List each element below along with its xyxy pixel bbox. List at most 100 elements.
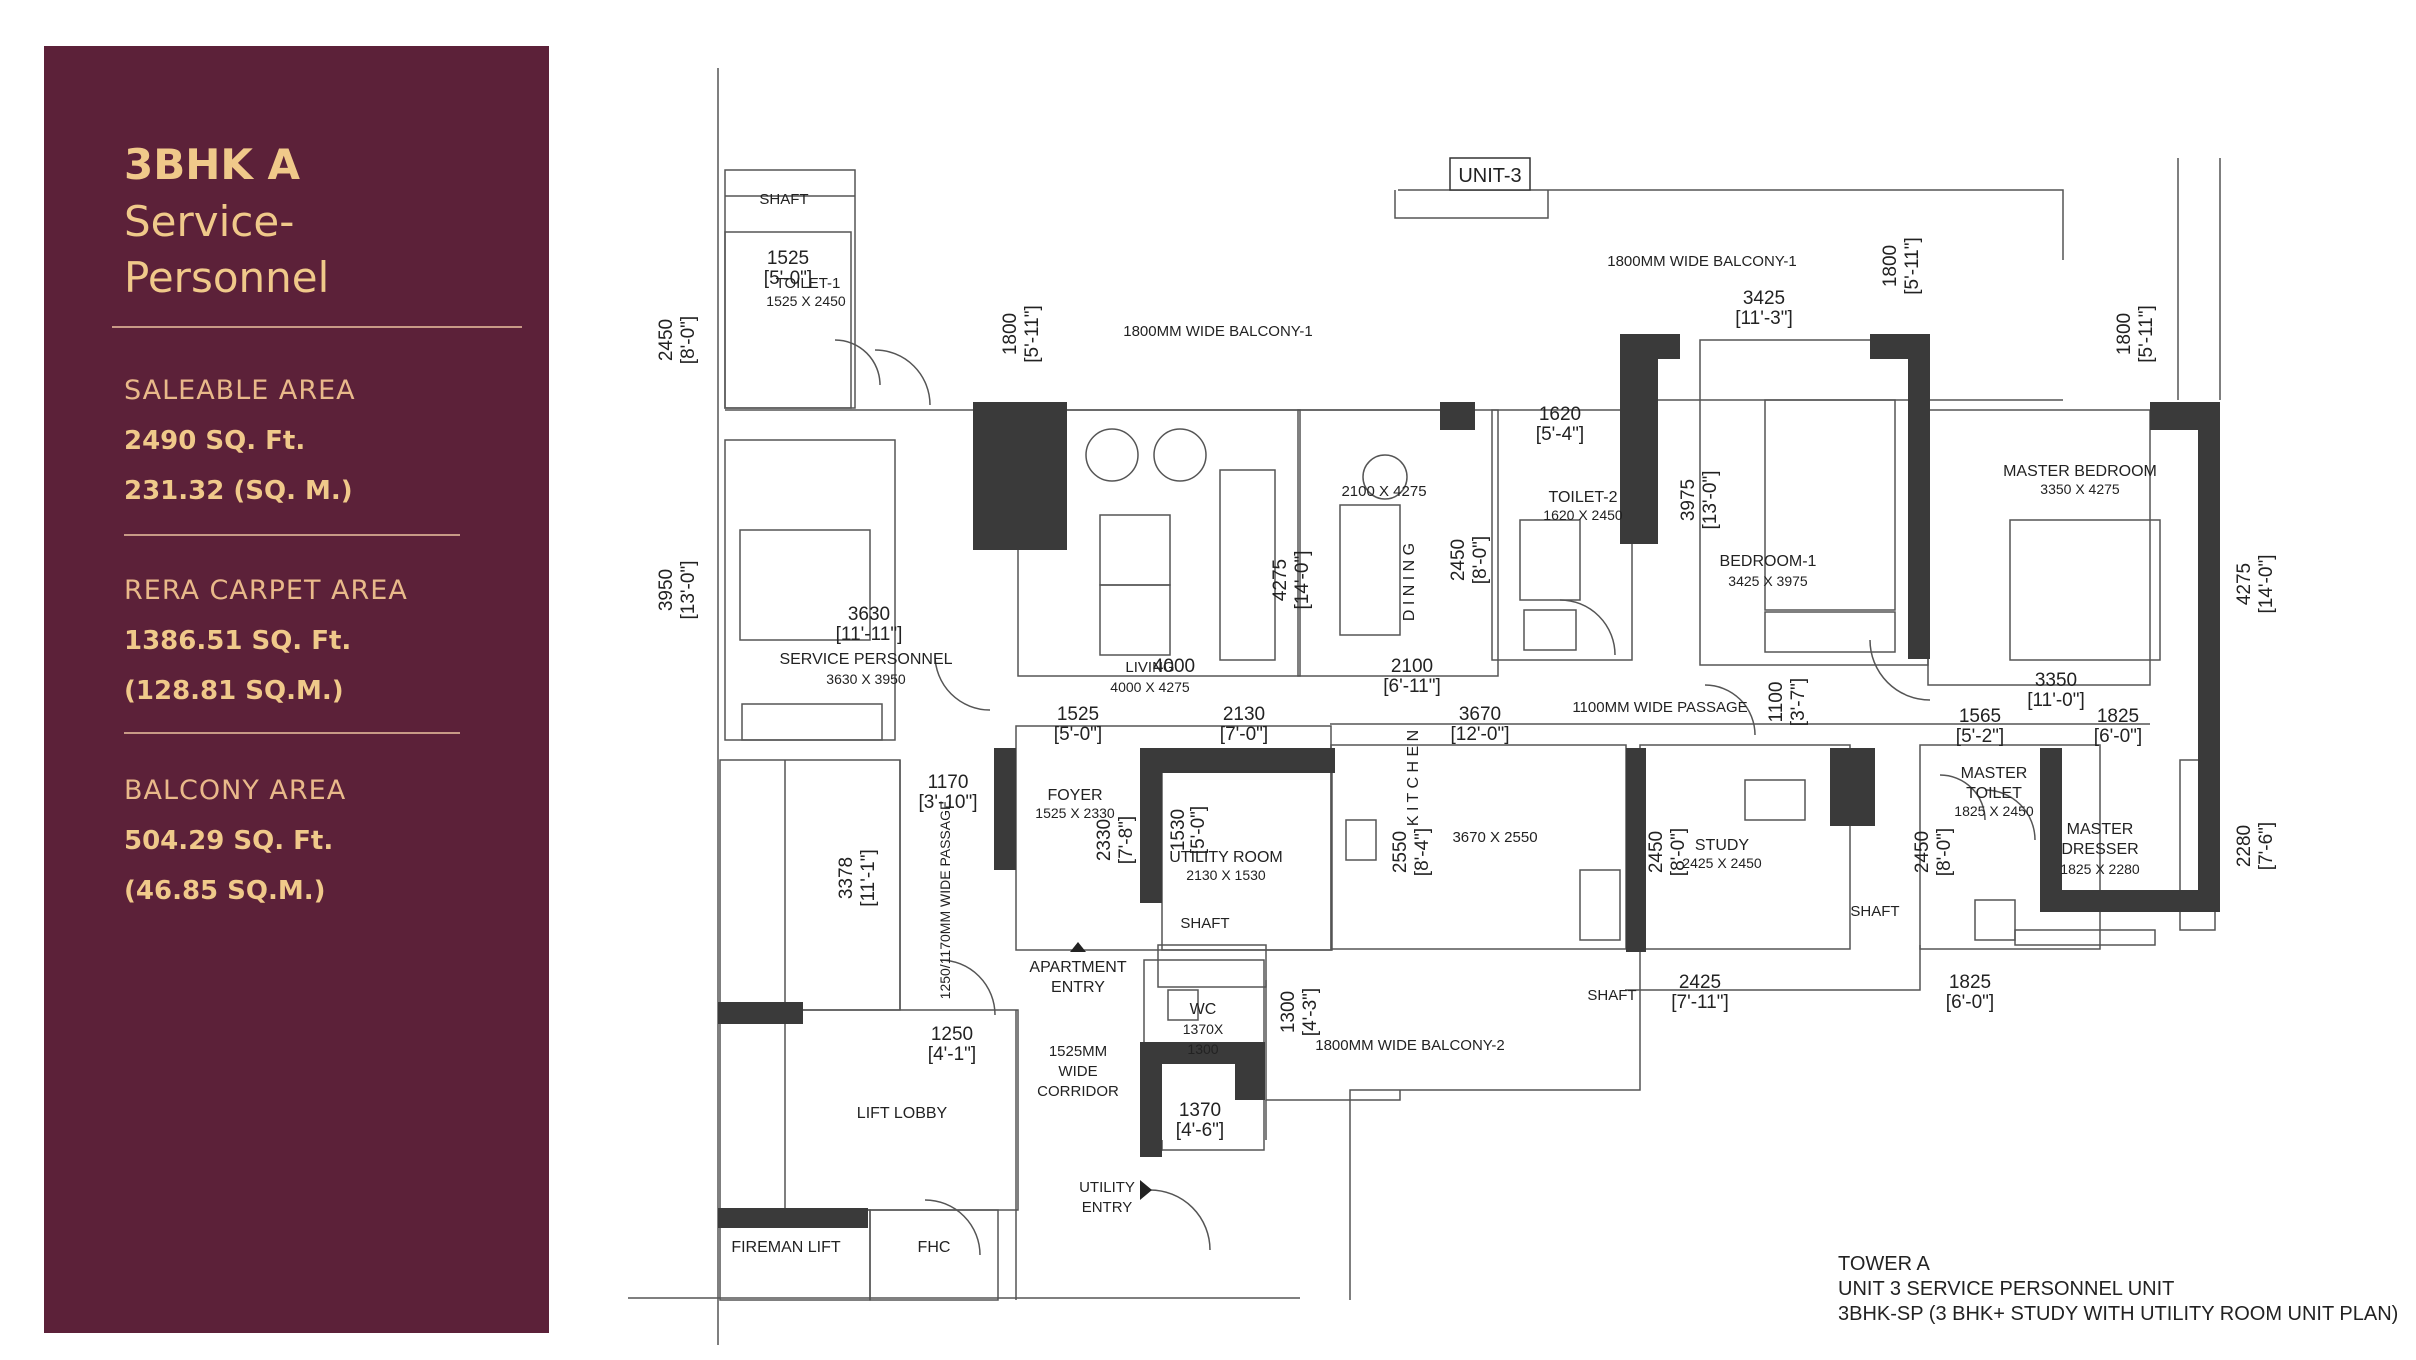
fireman-lift-label: FIREMAN LIFT	[731, 1239, 841, 1256]
dim-1525-ft: [5'-0"]	[764, 268, 812, 289]
shaft-label-3: SHAFT	[1850, 903, 1899, 920]
divider	[124, 732, 460, 734]
dim-2450-b-ft: [8'-0"]	[1470, 536, 1491, 584]
toilet1-size: 1525 X 2450	[766, 293, 846, 309]
dim-1525: 1525	[767, 248, 809, 269]
master-toilet-size: 1825 X 2450	[1954, 803, 2034, 819]
fhc-label: FHC	[918, 1239, 951, 1256]
utility-entry-label: UTILITY	[1079, 1179, 1135, 1196]
foyer-size: 1525 X 2330	[1035, 805, 1115, 821]
balcony-area-label: BALCONY AREA	[124, 775, 347, 806]
unit-subtitle-1: Service-	[124, 197, 295, 246]
master-toilet-label-2: TOILET	[1966, 785, 2022, 802]
dim-1370-ft: [4'-6"]	[1176, 1120, 1224, 1141]
caption-tower: TOWER A	[1838, 1253, 1930, 1275]
shaft-label-4: SHAFT	[1587, 987, 1636, 1004]
dim-1525-b-ft: [5'-0"]	[1054, 724, 1102, 745]
caption-type: 3BHK-SP (3 BHK+ STUDY WITH UTILITY ROOM …	[1838, 1303, 2399, 1325]
dim-1170-ft: [3'-10"]	[919, 792, 978, 813]
carpet-area-label: RERA CARPET AREA	[124, 575, 408, 606]
service-personnel-label: SERVICE PERSONNEL	[779, 651, 952, 668]
dim-3378-ft: [11'-1"]	[858, 849, 879, 907]
dim-2425: 2425	[1679, 972, 1721, 993]
saleable-area-label: SALEABLE AREA	[124, 375, 356, 406]
utility-entry-arrow-icon	[1140, 1180, 1152, 1200]
utility-entry-label-2: ENTRY	[1082, 1199, 1133, 1216]
balcony-area-block: BALCONY AREA 504.29 SQ. Ft. (46.85 SQ.M.…	[124, 766, 346, 916]
master-bedroom-label: MASTER BEDROOM	[2003, 463, 2157, 480]
dim-1825-a: 1825	[2097, 706, 2139, 727]
bedroom1-label: BEDROOM-1	[1720, 553, 1817, 570]
saleable-area-sqft: 2490 SQ. Ft.	[124, 426, 306, 456]
corridor-label: 1525MM	[1049, 1043, 1107, 1060]
dim-1800-c-ft: [5'-11"]	[2136, 305, 2157, 363]
lift-lobby-label: LIFT LOBBY	[857, 1105, 948, 1122]
dining-label: D I N I N G	[1401, 543, 1418, 621]
dim-1100-ft: [3'-7"]	[1788, 678, 1809, 726]
wc-size: 1370X	[1183, 1021, 1224, 1037]
wc-label: WC	[1190, 1001, 1217, 1018]
dim-1800-a-ft: [5'-11"]	[1022, 305, 1043, 363]
carpet-area-sqft: 1386.51 SQ. Ft.	[124, 626, 352, 656]
divider	[124, 534, 460, 536]
dim-3950-ft: [13'-0"]	[678, 561, 699, 620]
foyer-label: FOYER	[1047, 787, 1102, 804]
shaft-label: SHAFT	[759, 191, 808, 208]
dim-2330: 2330	[1094, 819, 1115, 861]
service-personnel-size: 3630 X 3950	[826, 671, 906, 687]
wide-passage-label: 1250/1170MM WIDE PASSAGE	[937, 801, 953, 1000]
dim-1620-ft: [5'-4"]	[1536, 424, 1584, 445]
study-size: 2425 X 2450	[1682, 855, 1762, 871]
dim-3670-ft: [12'-0"]	[1451, 724, 1510, 745]
dim-2330-ft: [7'-8"]	[1116, 816, 1137, 864]
kitchen-label: K I T C H E N	[1405, 730, 1422, 826]
dim-1250: 1250	[931, 1024, 973, 1045]
dim-1300-ft: [4'-3"]	[1300, 988, 1321, 1036]
structural-walls	[718, 334, 2220, 1228]
master-dresser-label: MASTER	[2067, 821, 2134, 838]
shaft-label-2: SHAFT	[1180, 915, 1229, 932]
dim-2450-c-ft: [8'-0"]	[1668, 828, 1689, 876]
dim-3350-ft: [11'-0"]	[2027, 690, 2085, 711]
dim-2100: 2100	[1391, 656, 1433, 677]
dim-2450-d-ft: [8'-0"]	[1934, 828, 1955, 876]
dim-2450-d: 2450	[1912, 831, 1933, 873]
dim-2450-c: 2450	[1646, 831, 1667, 873]
info-sidebar: 3BHK A Service- Personnel SALEABLE AREA …	[44, 46, 549, 1333]
dim-2130: 2130	[1223, 704, 1265, 725]
dim-3630-ft: [11'-11"]	[836, 624, 903, 645]
dim-1300: 1300	[1278, 991, 1299, 1033]
master-dresser-size: 1825 X 2280	[2060, 861, 2140, 877]
divider	[112, 326, 522, 328]
utility-room-label: UTILITY ROOM	[1169, 849, 1283, 866]
balcony-area-sqft: 504.29 SQ. Ft.	[124, 826, 334, 856]
dim-2130-ft: [7'-0"]	[1220, 724, 1268, 745]
dim-1525-b: 1525	[1057, 704, 1099, 725]
dining-size: 2100 X 4275	[1341, 483, 1426, 500]
dim-3630: 3630	[848, 604, 890, 625]
bedroom1-size: 3425 X 3975	[1728, 573, 1808, 589]
dim-1825-a-ft: [6'-0"]	[2094, 726, 2142, 747]
unit-title: 3BHK A Service- Personnel	[124, 136, 329, 306]
study-label: STUDY	[1695, 837, 1750, 854]
dim-1825-b: 1825	[1949, 972, 1991, 993]
dim-1250-ft: [4'-1"]	[928, 1044, 976, 1065]
passage-label: 1100MM WIDE PASSAGE	[1572, 699, 1747, 716]
living-size: 4000 X 4275	[1110, 679, 1190, 695]
dim-3425-ft: [11'-3"]	[1735, 308, 1793, 329]
dim-2100-ft: [6'-11"]	[1383, 676, 1441, 697]
kitchen-size: 3670 X 2550	[1452, 829, 1537, 846]
dim-4000: 4000	[1153, 656, 1195, 677]
dim-1530: 1530	[1168, 809, 1189, 851]
toilet2-size: 1620 X 2450	[1543, 507, 1623, 523]
unit-tag: UNIT-3	[1458, 165, 1521, 187]
master-bedroom-size: 3350 X 4275	[2040, 481, 2120, 497]
wc-size-2: 1300	[1187, 1041, 1218, 1057]
dim-3975: 3975	[1678, 479, 1699, 521]
dim-1800-c: 1800	[2114, 313, 2135, 355]
dim-1800-b: 1800	[1880, 245, 1901, 287]
saleable-area-sqm: 231.32 (SQ. M.)	[124, 476, 353, 506]
caption-unit: UNIT 3 SERVICE PERSONNEL UNIT	[1838, 1278, 2175, 1300]
plan-caption: TOWER A UNIT 3 SERVICE PERSONNEL UNIT 3B…	[1838, 1252, 2398, 1327]
dim-1100: 1100	[1766, 682, 1787, 723]
